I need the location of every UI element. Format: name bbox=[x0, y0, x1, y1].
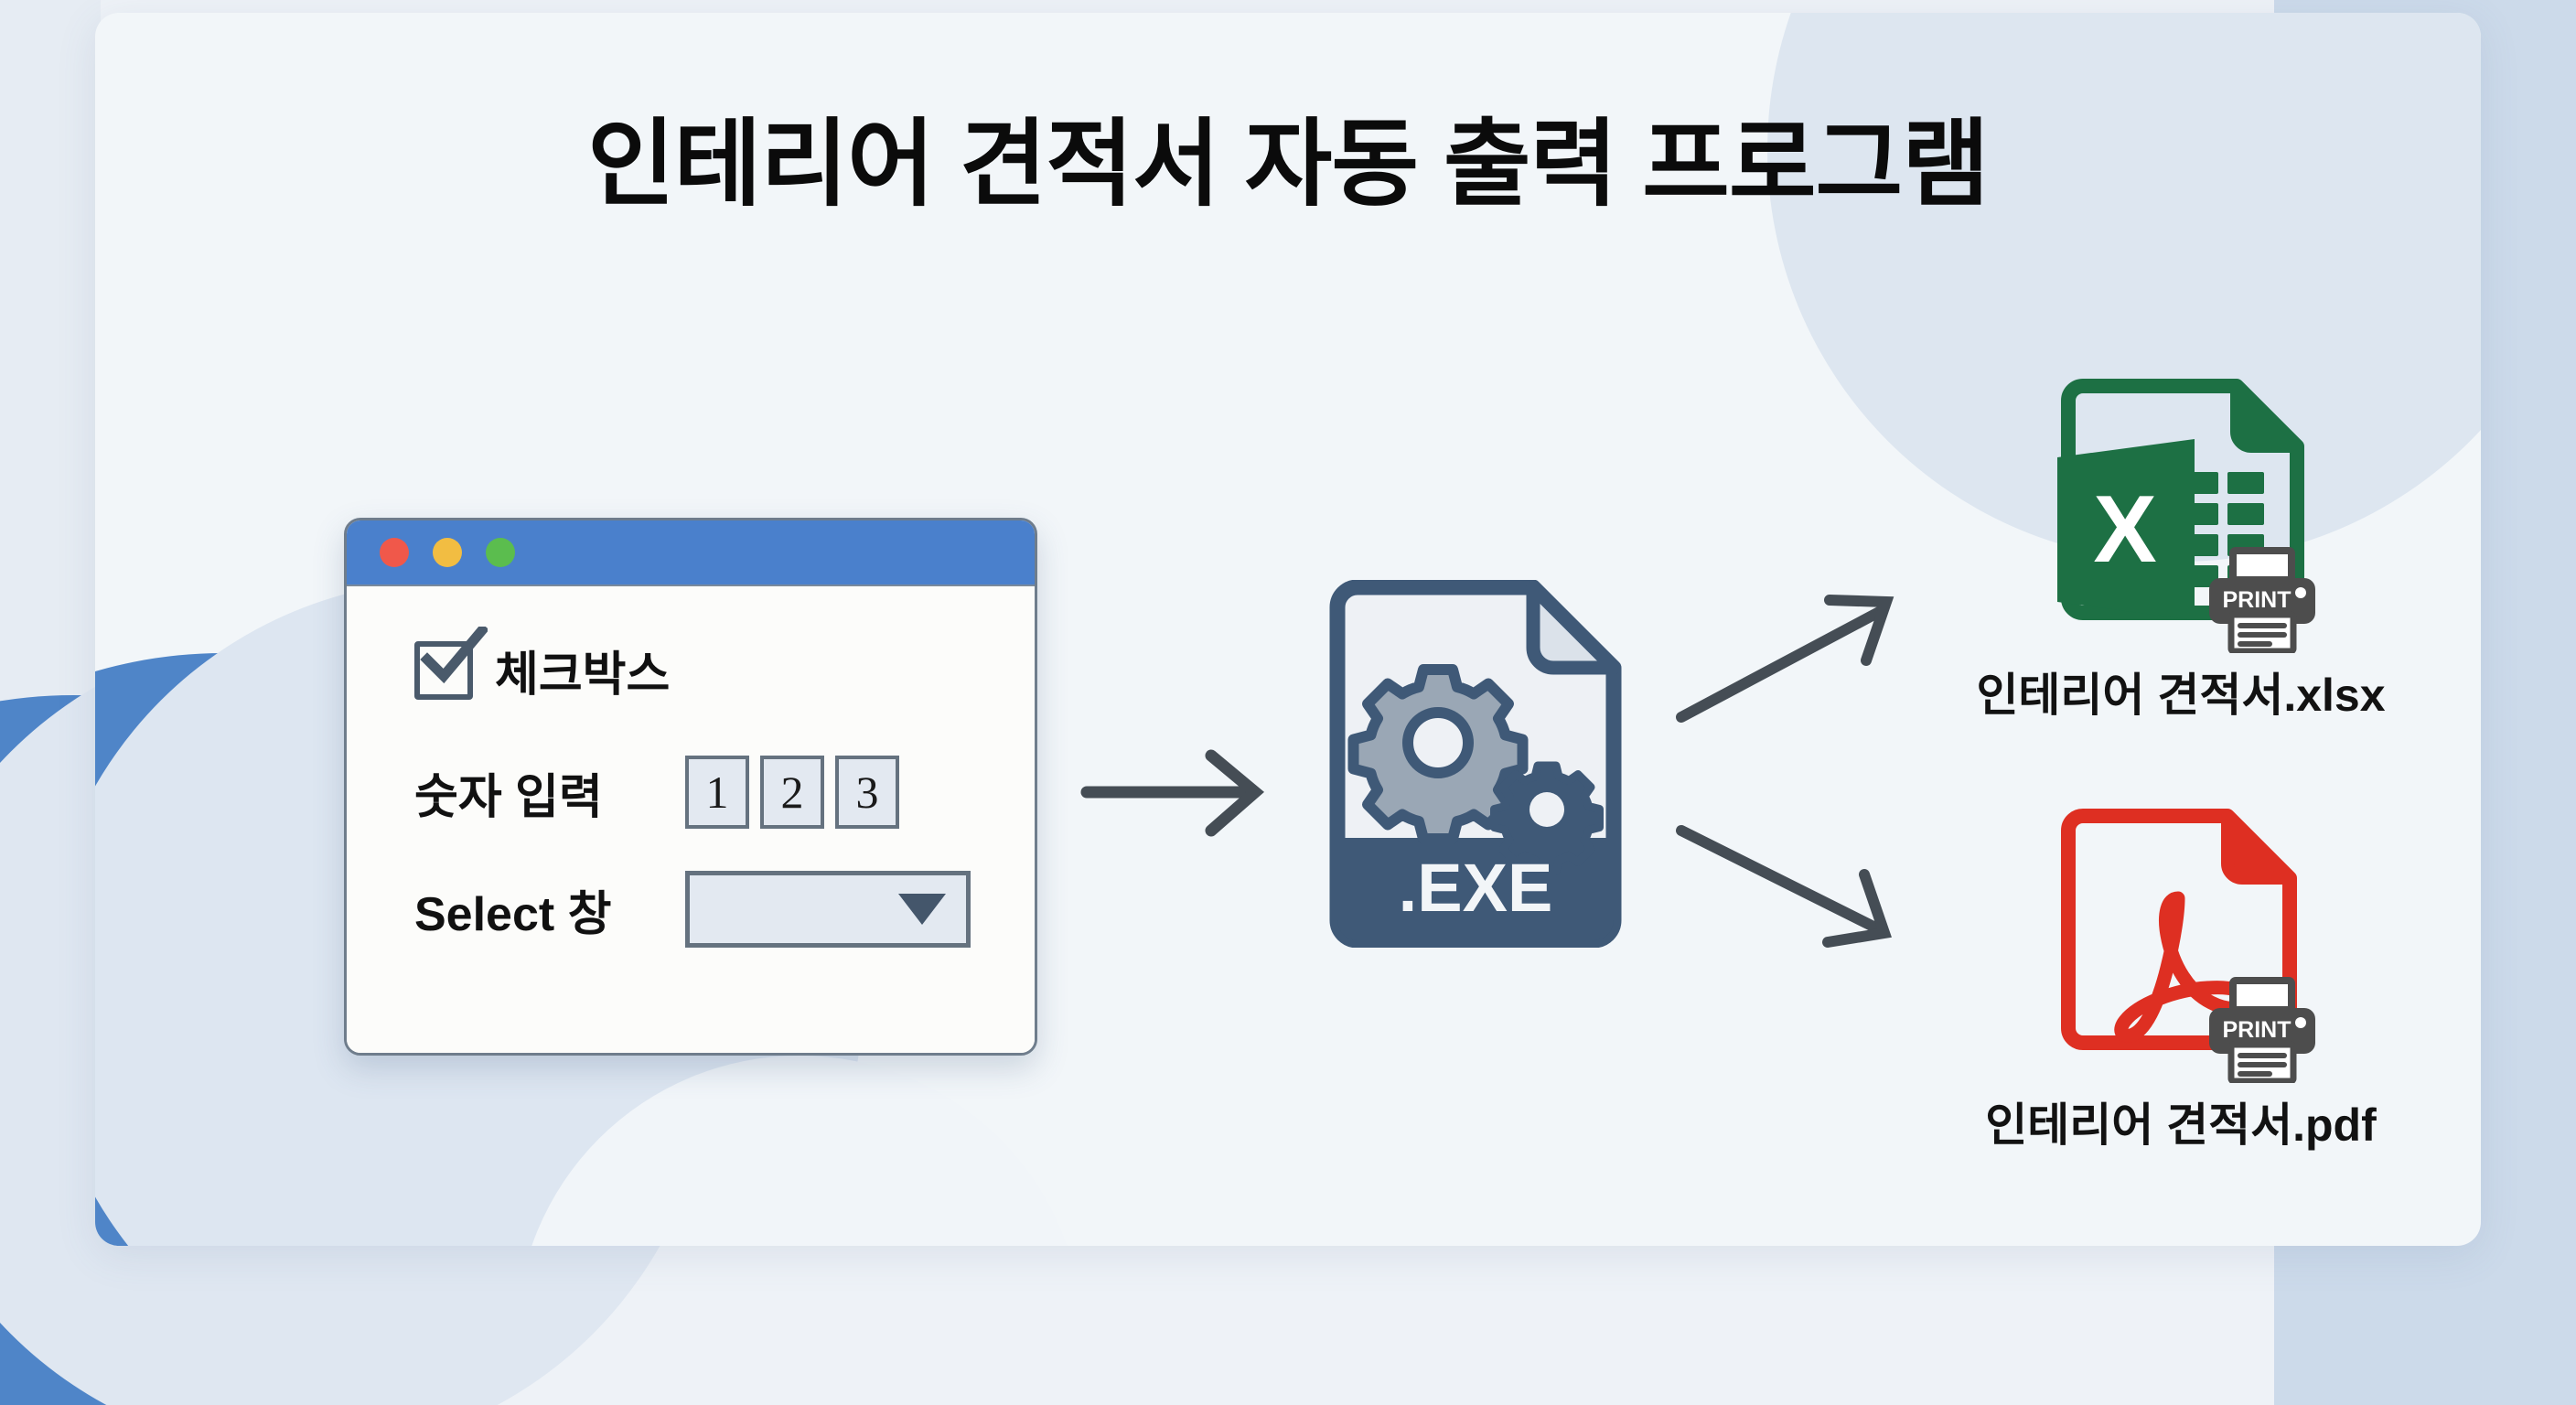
exe-file-icon: .EXE bbox=[1329, 580, 1622, 948]
window-body: 체크박스 숫자 입력 1 2 3 Select 창 bbox=[347, 586, 1035, 1053]
excel-output-label: 인테리어 견적서.xlsx bbox=[1976, 670, 2386, 721]
select-label: Select 창 bbox=[414, 887, 612, 941]
exe-extension-label: .EXE bbox=[1399, 850, 1553, 926]
background-left-band bbox=[0, 0, 101, 1405]
page-title: 인테리어 견적서 자동 출력 프로그램 bbox=[587, 112, 1990, 218]
select-value bbox=[690, 875, 966, 886]
checkbox-row: 체크박스 bbox=[347, 626, 1035, 704]
excel-output-group: X PRINT bbox=[1916, 370, 2446, 724]
content-card: 인테리어 견적서 자동 출력 프로그램 bbox=[95, 13, 2481, 1246]
checkbox-input[interactable] bbox=[414, 626, 488, 700]
printer-icon: PRINT bbox=[2209, 977, 2315, 1083]
number-box-3[interactable]: 3 bbox=[835, 756, 899, 829]
checkbox-label: 체크박스 bbox=[495, 649, 671, 702]
number-input-row: 숫자 입력 1 2 3 bbox=[347, 756, 1035, 829]
maximize-dot-icon[interactable] bbox=[486, 538, 515, 567]
select-row: Select 창 bbox=[347, 871, 1035, 948]
number-input-label: 숫자 입력 bbox=[414, 770, 603, 824]
minimize-dot-icon[interactable] bbox=[433, 538, 462, 567]
pdf-icon-wrap: PRINT bbox=[2048, 799, 2315, 1083]
window-titlebar bbox=[347, 520, 1035, 586]
arrow-down-right-icon bbox=[1676, 825, 1892, 948]
arrow-up-right-icon bbox=[1676, 595, 1894, 723]
pdf-output-group: PRINT 인테리어 견적서.pdf bbox=[1916, 799, 2446, 1154]
arrow-right-icon bbox=[1080, 749, 1265, 837]
chevron-down-icon bbox=[898, 894, 946, 925]
select-dropdown[interactable] bbox=[685, 871, 971, 948]
close-dot-icon[interactable] bbox=[380, 538, 409, 567]
number-box-2[interactable]: 2 bbox=[760, 756, 824, 829]
printer-icon: PRINT bbox=[2209, 547, 2315, 653]
pdf-output-label: 인테리어 견적서.pdf bbox=[1985, 1099, 2377, 1151]
printer-badge-text: PRINT bbox=[2223, 1017, 2292, 1043]
app-window-mockup: 체크박스 숫자 입력 1 2 3 Select 창 bbox=[344, 518, 1037, 1056]
excel-letter: X bbox=[2093, 477, 2156, 583]
checkmark-icon bbox=[420, 626, 488, 683]
printer-badge-text: PRINT bbox=[2223, 587, 2292, 613]
excel-icon-wrap: X PRINT bbox=[2048, 370, 2315, 653]
number-box-1[interactable]: 1 bbox=[685, 756, 749, 829]
